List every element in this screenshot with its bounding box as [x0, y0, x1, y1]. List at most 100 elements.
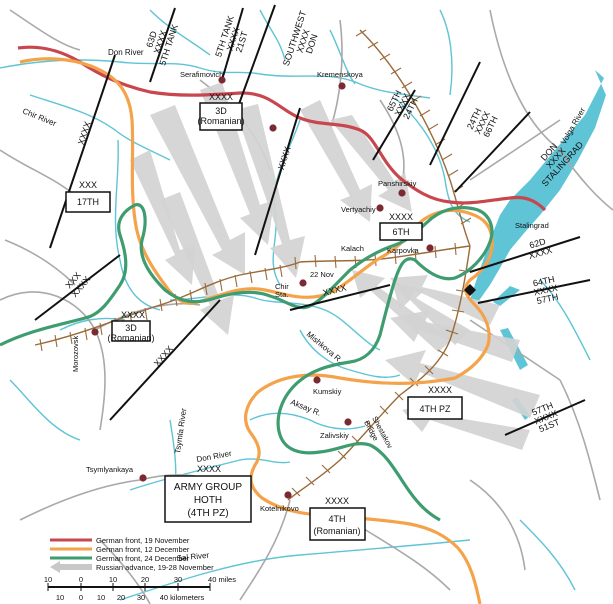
- town-kremenskoya: [338, 82, 346, 90]
- railway-stalingrad: [299, 245, 471, 263]
- stalingrad-diamond: [464, 284, 476, 296]
- unit-17th: XXX 17TH: [65, 180, 111, 213]
- scale-ticks: [47, 583, 211, 591]
- label-tsymlyankaya: Tsymlyankaya: [86, 465, 134, 474]
- unit-echelon: XXXX: [325, 496, 349, 506]
- legend-label-24-dec: German front, 24 December: [96, 554, 190, 563]
- label-sal-river: Sal River: [176, 551, 210, 563]
- advance-arrow: [390, 275, 500, 325]
- legend-label-advance: Russian advance, 19-28 November: [96, 563, 214, 572]
- town-panshirskiy: [398, 189, 406, 197]
- scale-mile-4: 30: [174, 575, 182, 584]
- unit-3d-romanian-north: XXXX 3D(Romanian): [197, 92, 245, 131]
- boundary-label-b8-left: 64TH: [532, 274, 556, 288]
- advance-arrow: [235, 104, 305, 278]
- unit-echelon: XXXX: [197, 464, 221, 474]
- label-morozovsk: Morozovsk: [71, 335, 80, 372]
- unit-name: 3D(Romanian): [197, 106, 244, 126]
- label-zalivskiy: Zalivskiy: [320, 431, 349, 440]
- legend-swatch-advance: [50, 561, 92, 573]
- town-vertyachiy: [376, 204, 384, 212]
- volga-river: [470, 70, 606, 302]
- advance-arrow: [300, 100, 372, 222]
- unit-4th-romanian: XXXX 4TH(Romanian): [309, 496, 366, 541]
- scale-km-2: 10: [97, 593, 105, 602]
- label-don-river-north: Don River: [108, 48, 144, 57]
- russian-advance-arrows: [130, 82, 540, 450]
- scale-mile-2: 10: [109, 575, 117, 584]
- unit-echelon: XXXX: [428, 385, 452, 395]
- label-kalach: Kalach: [341, 244, 364, 253]
- railway-north: [359, 29, 471, 247]
- unit-3d-romanian-south: XXXX 3D(Romanian): [107, 310, 154, 343]
- unit-echelon: XXX: [79, 180, 97, 190]
- volga-channel: [493, 286, 520, 306]
- label-tsymla-river: Tsymla River: [173, 407, 188, 454]
- german-front-24-december: [0, 203, 494, 522]
- label-karpovka: Karpovka: [387, 246, 420, 255]
- road-network: [0, 9, 613, 604]
- label-kotelnikovo: Kotelnikovo: [260, 504, 299, 513]
- scale-bar: 10 0 10 20 30 40 miles 10 0 10 20 30 40 …: [44, 575, 236, 602]
- railway-south: [287, 245, 471, 501]
- town-serafimovich: [218, 76, 226, 84]
- unit-name: 4TH PZ: [419, 404, 451, 414]
- scale-km-3: 20: [117, 593, 125, 602]
- boundary-label-b1-left: 63D: [144, 29, 159, 48]
- unit-echelon: XXXX: [389, 212, 413, 222]
- town-morozovsk: [91, 328, 99, 336]
- unit-4th-pz: XXXX 4TH PZ: [407, 385, 463, 420]
- unit-name: 3D(Romanian): [107, 323, 154, 343]
- label-stalingrad: Stalingrad: [515, 221, 549, 230]
- advance-arrow: [352, 270, 452, 352]
- town-karpovka: [426, 244, 434, 252]
- advance-arrow: [150, 105, 245, 275]
- town-tsymlyankaya: [139, 474, 147, 482]
- label-mishkova-river: Mishkova R.: [305, 330, 345, 365]
- unit-name: 6TH: [392, 227, 409, 237]
- german-front-19-november: [17, 45, 547, 212]
- town-unnamed: [269, 124, 277, 132]
- legend: German front, 19 November German front, …: [50, 536, 214, 573]
- label-don-river-south: Don River: [196, 449, 233, 464]
- label-vertyachiy: Vertyachiy: [341, 205, 376, 214]
- unit-name: 4TH(Romanian): [313, 514, 360, 536]
- label-kremenskoya: Kremenskoya: [317, 70, 364, 79]
- scale-mile-0: 10: [44, 575, 52, 584]
- towns: [91, 76, 476, 499]
- scale-km-4: 30: [137, 593, 145, 602]
- legend-label-19-nov: German front, 19 November: [96, 536, 190, 545]
- label-kumskiy: Kumskiy: [313, 387, 342, 396]
- legend-label-12-dec: German front, 12 December: [96, 545, 190, 554]
- boundary-label-center: XXXX: [276, 145, 293, 171]
- railway-west: [34, 261, 301, 346]
- label-chir-river: Chir River: [21, 107, 58, 129]
- unit-echelon: XXXX: [121, 310, 145, 320]
- advance-arrow: [385, 350, 540, 418]
- label-serafimovich: Serafimovich: [180, 70, 223, 79]
- advance-arrow: [130, 150, 195, 285]
- town-kumskiy: [313, 376, 321, 384]
- scale-km-0: 10: [56, 593, 64, 602]
- units: XXXX 3D(Romanian) XXX 17TH XXXX 6TH XXXX…: [65, 92, 463, 541]
- scale-mile-3: 20: [141, 575, 149, 584]
- boundary-label-south: XXXX: [152, 344, 175, 369]
- boundary-label-b8-mid: XXXX: [533, 283, 559, 298]
- advance-arrow: [392, 282, 470, 345]
- town-chir-sta: [299, 279, 307, 287]
- boundary-label-b7-left: 62D: [528, 236, 547, 250]
- unit-6th: XXXX 6TH: [379, 212, 423, 241]
- label-shestakov-bridge: ShestakovBridge: [362, 415, 394, 455]
- scale-km-1: 0: [79, 593, 83, 602]
- label-22-nov: 22 Nov: [310, 270, 334, 279]
- unit-name: 17TH: [77, 197, 99, 207]
- unit-echelon: XXXX: [209, 92, 233, 102]
- scale-mile-5: 40 miles: [208, 575, 236, 584]
- german-front-12-december: [19, 57, 494, 604]
- scale-km-5: 40 kilometers: [160, 593, 205, 602]
- advance-arrow: [330, 115, 412, 212]
